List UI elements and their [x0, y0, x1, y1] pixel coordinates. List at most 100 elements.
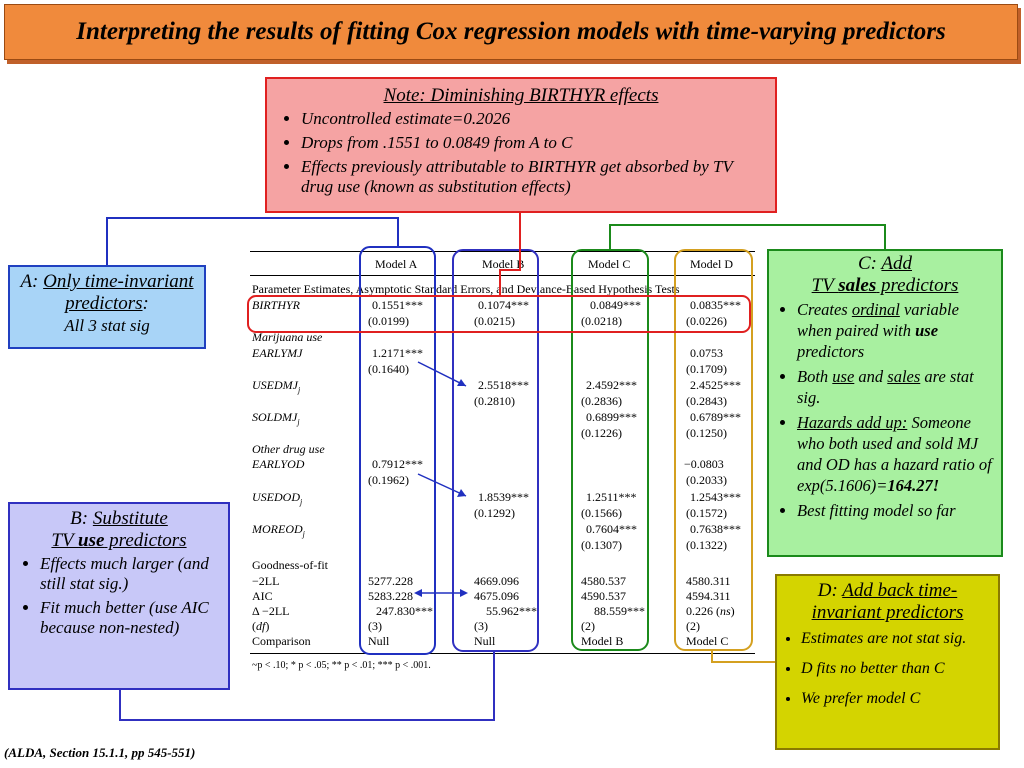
table-bottom-rule — [250, 653, 755, 654]
moreod-est-c: 0.7604*** — [586, 522, 637, 536]
list-item: Uncontrolled estimate=0.2026 — [301, 109, 765, 129]
dll-b: 55.962*** — [486, 604, 537, 618]
usedod-est-b: 1.8539*** — [478, 490, 529, 504]
soldmj-se-d: (0.1250) — [686, 426, 727, 440]
usedmj-se-b: (0.2810) — [474, 394, 515, 408]
list-item: Best fitting model so far — [797, 500, 995, 521]
row-label-earlyod: EARLYOD — [252, 457, 305, 471]
row-label-usedmj: USEDMJj — [252, 378, 301, 395]
dll-d: 0.226 (ns) — [686, 604, 735, 618]
group-marijuana: Marijuana use — [252, 330, 323, 344]
earlyod-est-a: 0.7912*** — [372, 457, 423, 471]
usedod-est-c: 1.2511*** — [586, 490, 637, 504]
fit-heading: Goodness-of-fit — [252, 558, 328, 572]
model-c-header: Model C — [588, 257, 631, 271]
usedmj-est-b: 2.5518*** — [478, 378, 529, 392]
row-label-usedod: USEDODj — [252, 490, 303, 507]
birthyr-est-c: 0.0849*** — [590, 298, 641, 312]
aic-d: 4594.311 — [686, 589, 731, 603]
moreod-se-c: (0.1307) — [581, 538, 622, 552]
dll-a: 247.830*** — [376, 604, 433, 618]
list-item: Drops from .1551 to 0.0849 from A to C — [301, 133, 765, 153]
box-c-bullets: Creates ordinal variable when paired wit… — [775, 299, 995, 521]
list-item: D fits no better than C — [801, 656, 992, 682]
list-item: Effects much larger (and still stat sig.… — [40, 554, 222, 594]
moreod-est-d: 0.7638*** — [690, 522, 741, 536]
row-label-earlymj: EARLYMJ — [252, 346, 303, 360]
birthyr-se-d: (0.0226) — [686, 314, 727, 328]
row-label-soldmj: SOLDMJj — [252, 410, 300, 427]
usedod-se-b: (0.1292) — [474, 506, 515, 520]
fit-dll-label: Δ −2LL — [252, 604, 290, 618]
earlyod-se-d: (0.2033) — [686, 473, 727, 487]
citation: (ALDA, Section 15.1.1, pp 545-551) — [4, 745, 196, 760]
list-item: Fit much better (use AIC because non-nes… — [40, 598, 222, 638]
box-a-heading: A: Only time-invariant predictors: — [20, 271, 194, 314]
row-label-birthyr: BIRTHYR — [252, 298, 300, 312]
ll-a: 5277.228 — [368, 574, 413, 588]
cmp-c: Model B — [581, 634, 624, 648]
moreod-se-d: (0.1322) — [686, 538, 727, 552]
usedmj-se-d: (0.2843) — [686, 394, 727, 408]
ll-b: 4669.096 — [474, 574, 519, 588]
earlymj-se-d: (0.1709) — [686, 362, 727, 376]
list-item: We prefer model C — [801, 686, 992, 712]
earlymj-est-d: 0.0753 — [690, 346, 723, 360]
usedmj-est-d: 2.4525*** — [690, 378, 741, 392]
table-caption: Parameter Estimates, Asymptotic Standard… — [252, 282, 680, 296]
soldmj-est-d: 0.6789*** — [690, 410, 741, 424]
note-box: Note: Diminishing BIRTHYR effects Uncont… — [265, 77, 777, 213]
box-d-bullets: Estimates are not stat sig. D fits no be… — [783, 626, 992, 712]
dll-c: 88.559*** — [594, 604, 645, 618]
model-b-header: Model B — [482, 257, 525, 271]
df-c: (2) — [581, 619, 595, 633]
usedod-est-d: 1.2543*** — [690, 490, 741, 504]
earlyod-est-d: −0.0803 — [684, 457, 724, 471]
soldmj-est-c: 0.6899*** — [586, 410, 637, 424]
list-item: Hazards add up: Someone who both used an… — [797, 412, 995, 496]
list-item: Effects previously attributable to BIRTH… — [301, 157, 765, 197]
list-item: Creates ordinal variable when paired wit… — [797, 299, 995, 362]
title-bar: Interpreting the results of fitting Cox … — [4, 4, 1018, 60]
box-d: D: Add back time-invariant predictors Es… — [775, 574, 1000, 750]
cmp-a: Null — [368, 634, 390, 648]
note-heading: Note: Diminishing BIRTHYR effects — [383, 85, 659, 106]
aic-c: 4590.537 — [581, 589, 626, 603]
earlymj-se-a: (0.1640) — [368, 362, 409, 376]
soldmj-se-c: (0.1226) — [581, 426, 622, 440]
usedmj-se-c: (0.2836) — [581, 394, 622, 408]
box-a-sub: All 3 stat sig — [64, 316, 150, 335]
cmp-d: Model C — [686, 634, 729, 648]
earlymj-est-a: 1.2171*** — [372, 346, 423, 360]
box-d-heading: D: Add back time-invariant predictors — [811, 580, 964, 623]
list-item: Both use and sales are stat sig. — [797, 366, 995, 408]
usedmj-est-c: 2.4592*** — [586, 378, 637, 392]
earlyod-se-a: (0.1962) — [368, 473, 409, 487]
note-bullets: Uncontrolled estimate=0.2026 Drops from … — [277, 109, 765, 197]
aic-b: 4675.096 — [474, 589, 519, 603]
results-table: Model A Model B Model C Model D Paramete… — [250, 245, 760, 680]
model-d-header: Model D — [690, 257, 733, 271]
box-b-bullets: Effects much larger (and still stat sig.… — [16, 554, 222, 638]
list-item: Estimates are not stat sig. — [801, 626, 992, 652]
table-top-rule — [250, 251, 755, 252]
table-header-rule — [250, 275, 755, 276]
birthyr-se-b: (0.0215) — [474, 314, 515, 328]
model-a-header: Model A — [375, 257, 418, 271]
ll-c: 4580.537 — [581, 574, 626, 588]
fit-df-label: (df) — [252, 619, 270, 633]
ll-d: 4580.311 — [686, 574, 731, 588]
fit-aic-label: AIC — [252, 589, 273, 603]
usedod-se-d: (0.1572) — [686, 506, 727, 520]
table-footnote: ~p < .10; * p < .05; ** p < .01; *** p <… — [252, 660, 431, 671]
birthyr-se-a: (0.0199) — [368, 314, 409, 328]
df-d: (2) — [686, 619, 700, 633]
df-a: (3) — [368, 619, 382, 633]
aic-a: 5283.228 — [368, 589, 413, 603]
row-label-moreod: MOREODj — [252, 522, 305, 539]
fit-cmp-label: Comparison — [252, 634, 311, 648]
